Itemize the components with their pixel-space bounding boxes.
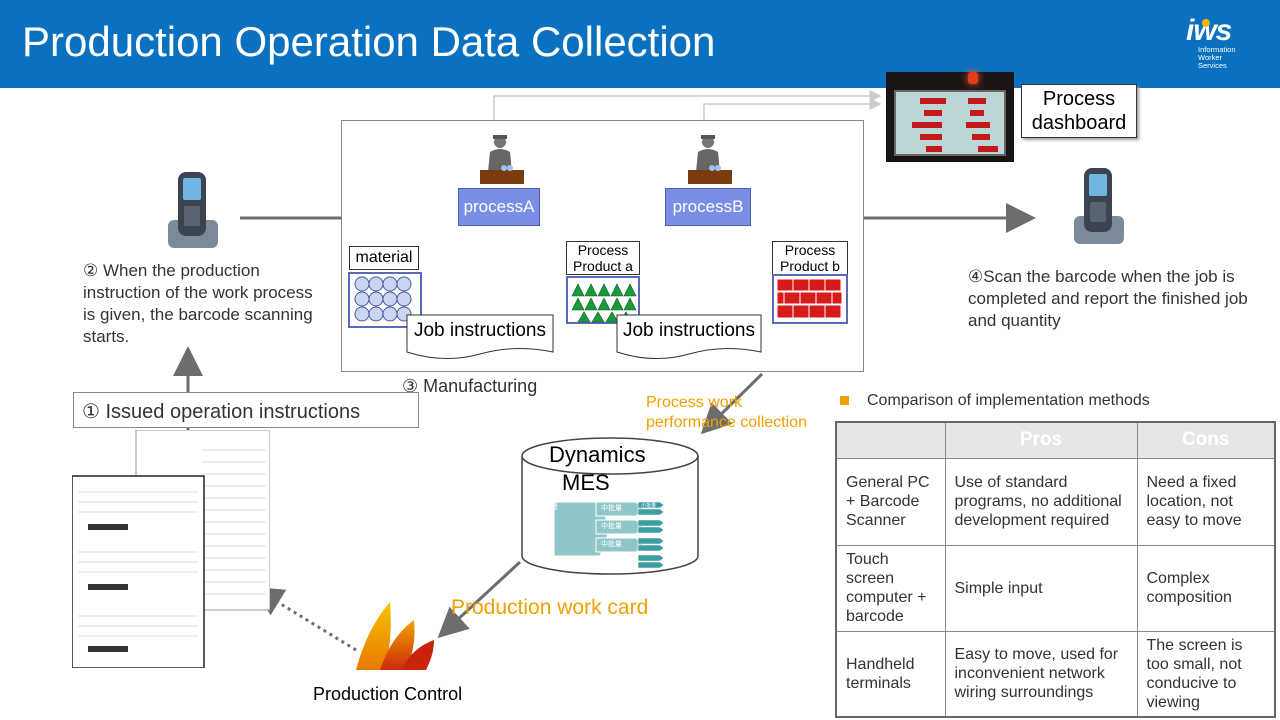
column-header-cons: Cons [1136, 421, 1276, 459]
process-a-box: processA [458, 188, 540, 226]
pros-cell: Use of standard programs, no additional … [944, 457, 1138, 546]
handheld-scanner-icon-left [168, 172, 218, 248]
warning-light-icon [968, 72, 978, 84]
worker-icon-b [688, 135, 732, 184]
material-label: material [349, 246, 419, 270]
table-row: Handheld terminals Easy to move, used fo… [835, 630, 1276, 718]
production-control-label: Production Control [313, 684, 463, 704]
work-card-label: Production work card [451, 596, 649, 619]
job-instructions-doc-a [406, 314, 554, 360]
pros-cell: Easy to move, used for inconvenient netw… [944, 630, 1138, 718]
table-row: General PC + Barcode Scanner Use of stan… [835, 457, 1276, 546]
method-cell: Handheld terminals [835, 630, 946, 718]
job-instructions-doc-b [616, 314, 762, 360]
table-header-row: Pros Cons [835, 421, 1276, 459]
comparison-heading: Comparison of implementation methods [867, 392, 1150, 409]
product-b-label: Process Product b [772, 241, 848, 275]
logo-line3: Services [1198, 61, 1227, 70]
big-batch-label: 大批量 [534, 502, 558, 511]
step3-text: ③ Manufacturing [402, 376, 538, 396]
step2-text: ② When the production instruction of the… [83, 261, 313, 346]
worker-icon-a [480, 135, 524, 184]
cons-cell: Need a fixed location, not easy to move [1136, 457, 1276, 546]
iws-logo: iws Information Worker Services [1186, 16, 1276, 86]
mes-subtitle: MES [562, 470, 610, 495]
process-dashboard-label: Process dashboard [1021, 84, 1137, 138]
dynamics-logo-icon [356, 602, 434, 670]
product-a-label: Process Product a [566, 241, 640, 275]
mid-batch-label-3: 中批量 [601, 541, 622, 548]
cons-cell: Complex composition [1136, 544, 1276, 632]
method-cell: Touch screen computer + barcode [835, 544, 946, 632]
header-bar [0, 0, 1280, 88]
method-cell: General PC + Barcode Scanner [835, 457, 946, 546]
operation-documents-image [72, 430, 270, 668]
process-b-box: processB [665, 188, 751, 226]
step4-text: ④Scan the barcode when the job is comple… [968, 267, 1248, 330]
column-header-pros: Pros [944, 421, 1138, 459]
handheld-scanner-icon-right [1074, 168, 1124, 244]
logo-line2: Worker [1198, 53, 1223, 62]
column-header [835, 421, 946, 459]
bullet-icon [840, 396, 849, 405]
mid-batch-label-1: 中批量 [601, 505, 622, 512]
mes-title: Dynamics [549, 442, 646, 467]
step1-label: ① Issued operation instructions [73, 392, 419, 428]
mes-to-control-arrow [437, 560, 522, 639]
process-dashboard-photo [886, 72, 1014, 162]
logo-line1: Information [1198, 45, 1236, 54]
job-instructions-a: Job instructions [413, 320, 546, 341]
to-mes-arrow [700, 372, 764, 435]
product-b-bin-icon [772, 274, 848, 324]
small-batch-label: 小批量 [641, 503, 657, 509]
mes-database-icon [521, 437, 699, 575]
control-to-doc-dotted [252, 586, 357, 652]
pros-cell: Simple input [944, 544, 1138, 632]
job-instructions-b: Job instructions [622, 320, 755, 341]
cons-cell: The screen is too small, not conducive t… [1136, 630, 1276, 718]
table-row: Touch screen computer + barcode Simple i… [835, 544, 1276, 632]
collection-label: Process work performance collection [646, 394, 807, 431]
page-title: Production Operation Data Collection [22, 18, 716, 65]
logo-dot-icon [1202, 19, 1210, 27]
comparison-table: Pros Cons General PC + Barcode Scanner U… [835, 421, 1276, 718]
mid-batch-label-2: 中批量 [601, 523, 622, 530]
